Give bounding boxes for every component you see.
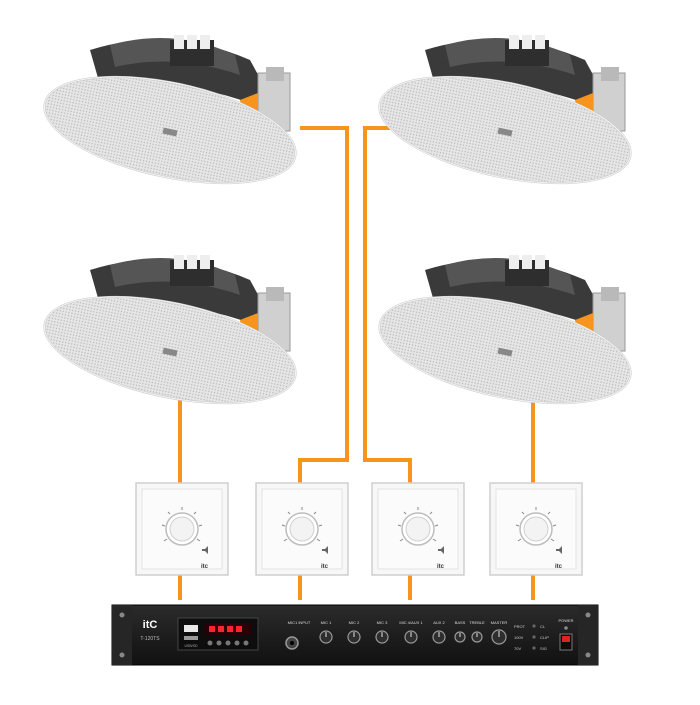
- led-prot: [532, 624, 536, 628]
- speaker-bottom-left: [34, 254, 306, 424]
- amp-model: T-120TS: [140, 636, 160, 642]
- volume-panel-2: [255, 482, 349, 576]
- sd-slot[interactable]: [184, 636, 198, 640]
- cable-speaker-tr: [363, 126, 425, 485]
- indicator-prot: PROT: [514, 624, 526, 629]
- power-led: [564, 626, 568, 630]
- label-mic-2: MIC 2: [349, 620, 360, 625]
- indicator-sig: SIG: [540, 646, 547, 651]
- label-master: MASTER: [491, 620, 508, 625]
- indicator-100v: 100V: [514, 635, 524, 640]
- indicator-clip: CLIP: [540, 635, 549, 640]
- cable-speaker-tl: [298, 126, 349, 485]
- label-bass: BASS: [455, 620, 466, 625]
- player-buttons[interactable]: [207, 640, 249, 646]
- amplifier: itC T-120TS USB/SD MIC1 INPUT MIC 1 MI: [111, 604, 599, 666]
- speaker-bottom-right: [369, 254, 641, 424]
- led-70v: [532, 646, 536, 650]
- label-treble: TREBLE: [469, 620, 485, 625]
- volume-panel-1: [135, 482, 229, 576]
- indicator-cl: CL: [540, 624, 546, 629]
- speaker-top-right: [369, 34, 641, 204]
- usb-port[interactable]: [184, 625, 198, 632]
- label-mic1-input: MIC1 INPUT: [288, 620, 311, 625]
- volume-panel-4: [489, 482, 583, 576]
- led-100v: [532, 635, 536, 639]
- label-mic-3: MIC 3: [377, 620, 388, 625]
- volume-panel-3: [371, 482, 465, 576]
- amp-brand-logo: itC: [143, 619, 158, 631]
- power-label: POWER: [558, 618, 573, 623]
- label-aux-2: AUX 2: [433, 620, 445, 625]
- speaker-top-left: [34, 34, 306, 204]
- indicator-70v: 70V: [514, 646, 521, 651]
- label-mic-1: MIC 1: [321, 620, 332, 625]
- usb-label: USB/SD: [184, 644, 198, 648]
- label-mic4-aux1: MIC 4/AUX 1: [399, 620, 423, 625]
